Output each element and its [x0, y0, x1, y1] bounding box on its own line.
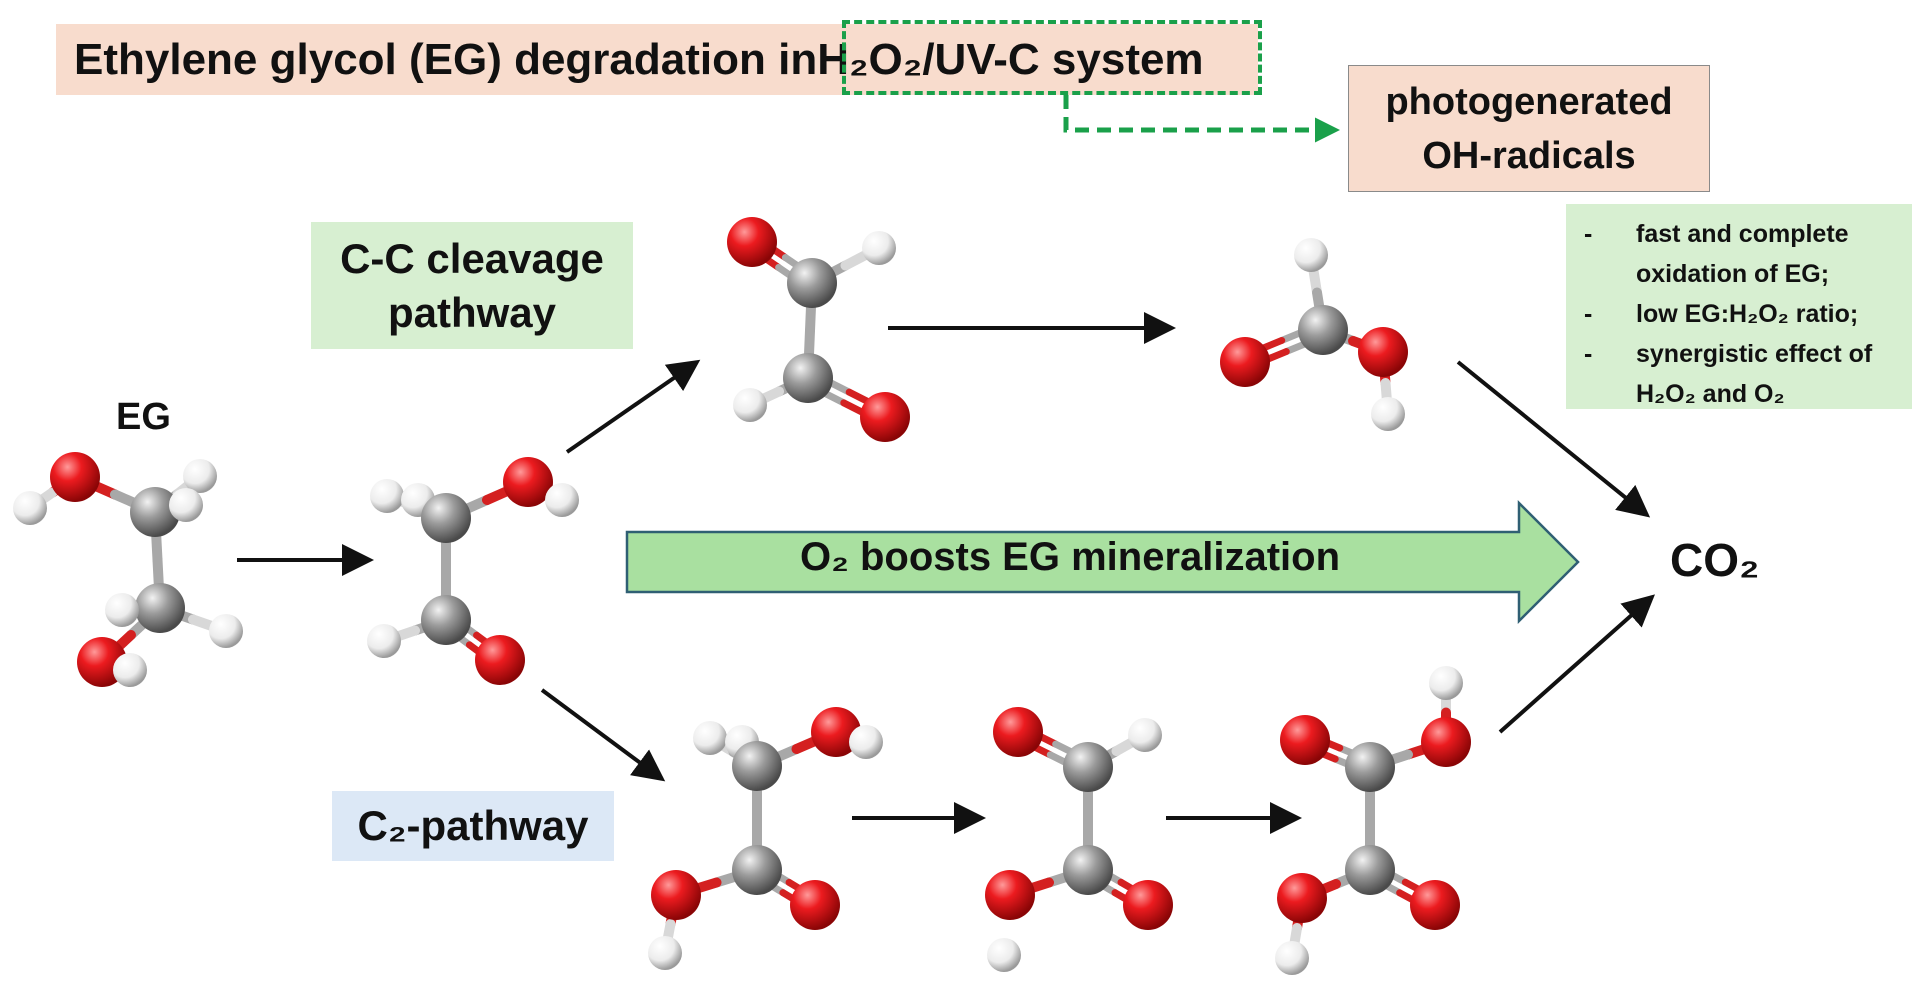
title-prefix: Ethylene glycol (EG) degradation in: [74, 34, 818, 84]
carbon-atom: [130, 487, 180, 537]
carbon-atom: [732, 845, 782, 895]
hydrogen-atom: [1371, 397, 1405, 431]
carbon-atom: [732, 741, 782, 791]
hydrogen-atom: [1128, 718, 1162, 752]
oxygen-atom: [475, 635, 525, 685]
hydrogen-atom: [849, 725, 883, 759]
oxygen-atom: [1421, 717, 1471, 767]
molecule-glyoxal: [727, 217, 910, 442]
note-text: low EG:H₂O₂ ratio;: [1636, 300, 1859, 328]
molecule-glycolaldehyde: [367, 457, 579, 685]
arrow-formic-to-co2: [1456, 360, 1651, 518]
oxygen-atom: [50, 452, 100, 502]
carbon-atom: [421, 595, 471, 645]
note-dash: -: [1584, 300, 1593, 328]
cc-pathway-line-1: C-C cleavage: [340, 234, 604, 282]
h2o2-uvc-highlight-frame: [842, 20, 1262, 95]
arrow-to-glyoxal: [565, 359, 701, 454]
hydrogen-atom: [1275, 941, 1309, 975]
oxygen-atom: [1220, 337, 1270, 387]
note-item: - synergistic effect of H₂O₂ and O₂: [1584, 334, 1904, 414]
hydrogen-atom: [105, 593, 139, 627]
oxygen-atom: [727, 217, 777, 267]
radicals-connector-arrow: [1063, 95, 1340, 143]
arrow-to-glycolic: [540, 688, 666, 782]
radicals-line-1: photogenerated: [1385, 80, 1673, 123]
oxygen-atom: [811, 707, 861, 757]
hydrogen-atom: [545, 483, 579, 517]
radicals-line-2: OH-radicals: [1422, 134, 1636, 177]
c2-pathway-box: C₂-pathway: [332, 791, 614, 861]
hydrogen-atom: [370, 479, 404, 513]
molecule-formic-acid: [1220, 238, 1408, 431]
note-item: - low EG:H₂O₂ ratio;: [1584, 294, 1904, 334]
molecule-ethylene-glycol: [13, 452, 243, 687]
note-dash: -: [1584, 220, 1593, 248]
molecule-oxalic-acid: [1275, 666, 1471, 975]
molecules-layer: [13, 217, 1471, 975]
title-suffix: /UV-C system: [922, 34, 1204, 84]
carbon-atom: [1345, 845, 1395, 895]
oxygen-atom: [860, 392, 910, 442]
oxygen-atom: [1410, 880, 1460, 930]
note-text: fast and complete oxidation of EG;: [1636, 220, 1849, 288]
note-text: synergistic effect of H₂O₂ and O₂: [1636, 340, 1873, 408]
oxygen-atom: [993, 707, 1043, 757]
hydrogen-atom: [1294, 238, 1328, 272]
carbon-atom: [1063, 742, 1113, 792]
c2-pathway-label: C₂-pathway: [357, 802, 589, 849]
o2-banner-text: O₂ boosts EG mineralization: [799, 535, 1341, 579]
hydrogen-atom: [1429, 666, 1463, 700]
oxygen-atom: [985, 870, 1035, 920]
oxygen-atom: [651, 870, 701, 920]
oxygen-atom: [790, 880, 840, 930]
carbon-atom: [135, 583, 185, 633]
oxygen-atom: [1358, 327, 1408, 377]
arrow-oxalic-to-co2: [1498, 594, 1655, 734]
hydrogen-atom: [987, 938, 1021, 972]
eg-label: EG: [116, 396, 171, 438]
notes-box: - fast and complete oxidation of EG; - l…: [1566, 204, 1912, 409]
hydrogen-atom: [169, 488, 203, 522]
carbon-atom: [787, 258, 837, 308]
hydrogen-atom: [13, 491, 47, 525]
oxygen-atom: [503, 457, 553, 507]
radicals-box: photogenerated OH-radicals: [1348, 65, 1710, 192]
hydrogen-atom: [862, 231, 896, 265]
cc-pathway-line-2: pathway: [387, 288, 557, 336]
carbon-atom: [1345, 742, 1395, 792]
note-item: - fast and complete oxidation of EG;: [1584, 214, 1904, 294]
note-dash: -: [1584, 340, 1593, 368]
carbon-atom: [783, 353, 833, 403]
oxygen-atom: [1277, 873, 1327, 923]
hydrogen-atom: [113, 653, 147, 687]
cc-cleavage-pathway-box: C-C cleavage pathway: [311, 222, 633, 349]
hydrogen-atom: [693, 721, 727, 755]
molecule-glyoxylic-acid: [985, 707, 1173, 972]
hydrogen-atom: [209, 614, 243, 648]
oxygen-atom: [1123, 880, 1173, 930]
hydrogen-atom: [648, 936, 682, 970]
carbon-atom: [1298, 305, 1348, 355]
hydrogen-atom: [367, 624, 401, 658]
molecule-glycolic-acid: [648, 707, 883, 970]
carbon-atom: [1063, 845, 1113, 895]
title-box: Ethylene glycol (EG) degradation in H₂O₂…: [56, 24, 1258, 95]
oxygen-atom: [1280, 715, 1330, 765]
hydrogen-atom: [183, 459, 217, 493]
co2-label: CO₂: [1670, 534, 1760, 586]
carbon-atom: [421, 493, 471, 543]
title-h2o2: H₂O₂: [817, 34, 923, 84]
o2-boost-arrow: [625, 499, 1580, 625]
hydrogen-atom: [733, 388, 767, 422]
